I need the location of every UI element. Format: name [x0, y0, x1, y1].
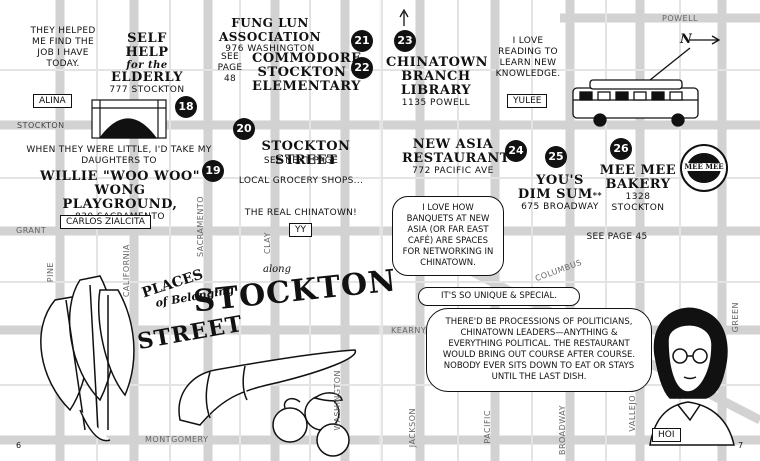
street-label-powell: Powell	[662, 14, 698, 23]
compass-north-label: N	[680, 32, 693, 47]
alina-quote: They helped me find the job I have today…	[30, 26, 96, 69]
building-illustration	[91, 99, 167, 139]
daikon-illustration	[178, 349, 356, 426]
place-21-badge[interactable]: 21	[351, 30, 373, 52]
place-25-name: You's Dim Sum** 675 Broadway	[517, 173, 603, 213]
yulee-quote: I love reading to learn new knowledge.	[495, 36, 561, 79]
hoi-portrait-illustration	[649, 307, 735, 446]
cable-car-illustration	[572, 47, 699, 127]
place-23-badge[interactable]: 23	[394, 30, 416, 52]
speech-bubble-banquets: I love how banquets at New Asia (or Far …	[392, 196, 504, 276]
place-20-badge[interactable]: 20	[233, 118, 255, 140]
street-label-montgomery: Montgomery	[145, 435, 209, 444]
street-label-green: Green	[731, 302, 740, 333]
place-24-name: New Asia Restaurant 772 Pacific Ave	[402, 137, 510, 177]
place-25-badge[interactable]: 25	[545, 146, 567, 168]
street-label-clay: Clay	[263, 232, 272, 254]
place-26-see-page: See page 45	[586, 232, 648, 242]
oranges-illustration	[272, 392, 350, 457]
page-number-left: 6	[16, 441, 22, 450]
yy-name-tag: YY	[289, 223, 312, 237]
hoi-name-tag: Hoi	[652, 428, 681, 442]
street-label-pacific: Pacific	[483, 410, 492, 444]
street-label-grant: Grant	[16, 226, 47, 235]
place-20-name: Stockton Street	[261, 139, 351, 168]
place-26-name: Mee Mee Bakery 1328 Stockton	[599, 163, 677, 214]
north-arrow-icon	[399, 8, 409, 26]
place-21-see-page: See page 48	[217, 52, 243, 84]
carlos-name-tag: Carlos Zialcita	[60, 215, 151, 229]
street-label-california: California	[122, 244, 131, 298]
street-label-washington: Washington	[333, 370, 342, 431]
street-label-vallejo: Vallejo	[628, 395, 637, 432]
street-label-kearny: Kearny	[391, 326, 427, 335]
street-label-broadway: Broadway	[558, 405, 567, 456]
page-number-right: 7	[738, 441, 744, 450]
bakery-logo-text: Mee Mee	[682, 163, 726, 171]
place-19-badge[interactable]: 19	[202, 160, 224, 182]
street-label-stockton: Stockton	[17, 121, 65, 130]
place-22-name: Commodore Stockton Elementary	[252, 51, 362, 94]
place-23-name: Chinatown Branch Library 1135 Powell	[386, 55, 488, 109]
place-24-badge[interactable]: 24	[505, 140, 527, 162]
place-18-badge[interactable]: 18	[175, 96, 197, 118]
place-22-badge[interactable]: 22	[351, 57, 373, 79]
place-26-badge[interactable]: 26	[610, 138, 632, 160]
page-heading: Places of Belonging along Stockton Stree…	[135, 263, 399, 356]
place-20-note-grocery: Local grocery shops...	[238, 176, 364, 186]
bakery-logo: Mee Mee	[680, 144, 728, 192]
bok-choy-illustration	[40, 275, 135, 442]
street-label-jackson: Jackson	[408, 408, 417, 448]
place-20-note-see: See next page	[263, 156, 339, 166]
yulee-name-tag: Yulee	[507, 94, 548, 108]
speech-bubble-unique: It's so unique & special.	[418, 287, 580, 306]
place-20-note-chinatown: The real Chinatown!	[244, 208, 358, 218]
alina-name-tag: Alina	[33, 94, 72, 108]
speech-bubble-processions: There'd be processions of politicians, C…	[426, 308, 652, 392]
compass-arrow-icon	[690, 35, 721, 45]
place-21-name: Fung Lun Association 976 Washington	[218, 16, 322, 54]
street-label-pine: Pine	[46, 262, 55, 283]
place-18-name: Self Help for the Elderly 777 Stockton	[109, 31, 185, 96]
place-19-intro: When they were little, I'd take my daugh…	[26, 145, 212, 166]
